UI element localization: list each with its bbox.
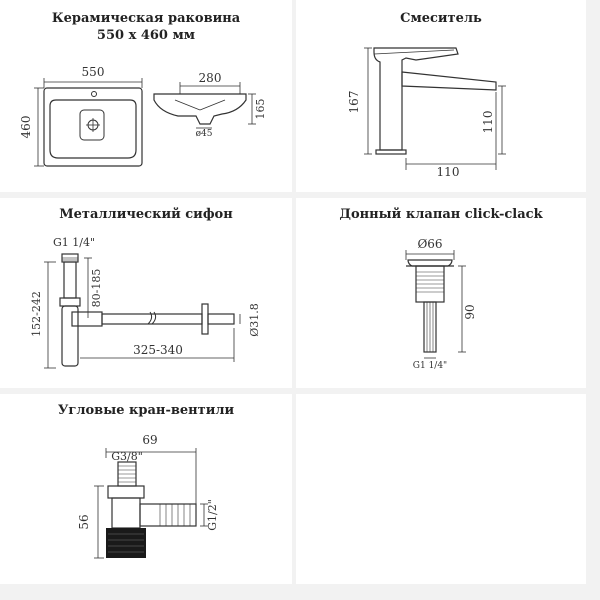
mixer-drawing: 167 110 110 (347, 47, 506, 179)
siphon-height-label: 152-242 (30, 291, 43, 337)
panel-mixer: Смеситель 167 110 110 (296, 0, 586, 192)
sink-width-label: 550 (82, 65, 105, 79)
angle-valve-drawing: 69 G3/8" 56 G1/2" (77, 433, 219, 559)
siphon-length-label: 325-340 (133, 343, 183, 357)
panel-valve: Донный клапан click-clack Ø66 (296, 198, 586, 388)
mixer-title: Смеситель (400, 11, 482, 26)
siphon-title: Металлический сифон (59, 207, 233, 222)
panel-empty (296, 394, 586, 584)
angle-valve-thread-top-label: G3/8" (111, 450, 143, 463)
panel-siphon: Металлический сифон G1 1/4" 1 (0, 198, 292, 388)
panel-sink: Керамическая раковина 550 x 460 мм 550 4… (0, 0, 292, 192)
mixer-spout-height-label: 110 (481, 111, 495, 134)
siphon-drawing: G1 1/4" 152-242 80-185 325-340 Ø31.8 (30, 236, 261, 369)
valve-height-label: 90 (463, 304, 477, 319)
valve-diameter-label: Ø66 (417, 237, 442, 251)
valve-title: Донный клапан click-clack (339, 207, 543, 222)
sink-drawing: 550 460 280 165 ø45 (19, 65, 267, 167)
siphon-thread-label: G1 1/4" (53, 236, 95, 249)
panel-angle-valve: Угловые кран-вентили (0, 394, 292, 584)
sink-drain-label: ø45 (196, 129, 213, 139)
sink-height-label: 460 (19, 116, 33, 139)
angle-valve-width-label: 69 (142, 433, 157, 447)
valve-drawing: Ø66 90 G1 1/4" (405, 237, 477, 371)
sink-title-line1: Керамическая раковина (51, 11, 241, 26)
valve-thread-label: G1 1/4" (413, 361, 447, 371)
mixer-height-label: 167 (347, 91, 361, 114)
angle-valve-height-label: 56 (77, 514, 91, 529)
angle-valve-title: Угловые кран-вентили (57, 403, 235, 418)
sink-title: Керамическая раковина 550 x 460 мм (0, 10, 292, 44)
siphon-diameter-label: Ø31.8 (248, 303, 261, 337)
angle-valve-handle (106, 528, 146, 558)
sink-side-width-label: 280 (199, 71, 222, 85)
siphon-adjust-label: 80-185 (90, 269, 103, 308)
sink-title-line2: 550 x 460 мм (96, 28, 196, 43)
mixer-base-label: 110 (437, 165, 460, 179)
sink-side-height-label: 165 (254, 99, 267, 120)
angle-valve-thread-side-label: G1/2" (206, 499, 219, 531)
